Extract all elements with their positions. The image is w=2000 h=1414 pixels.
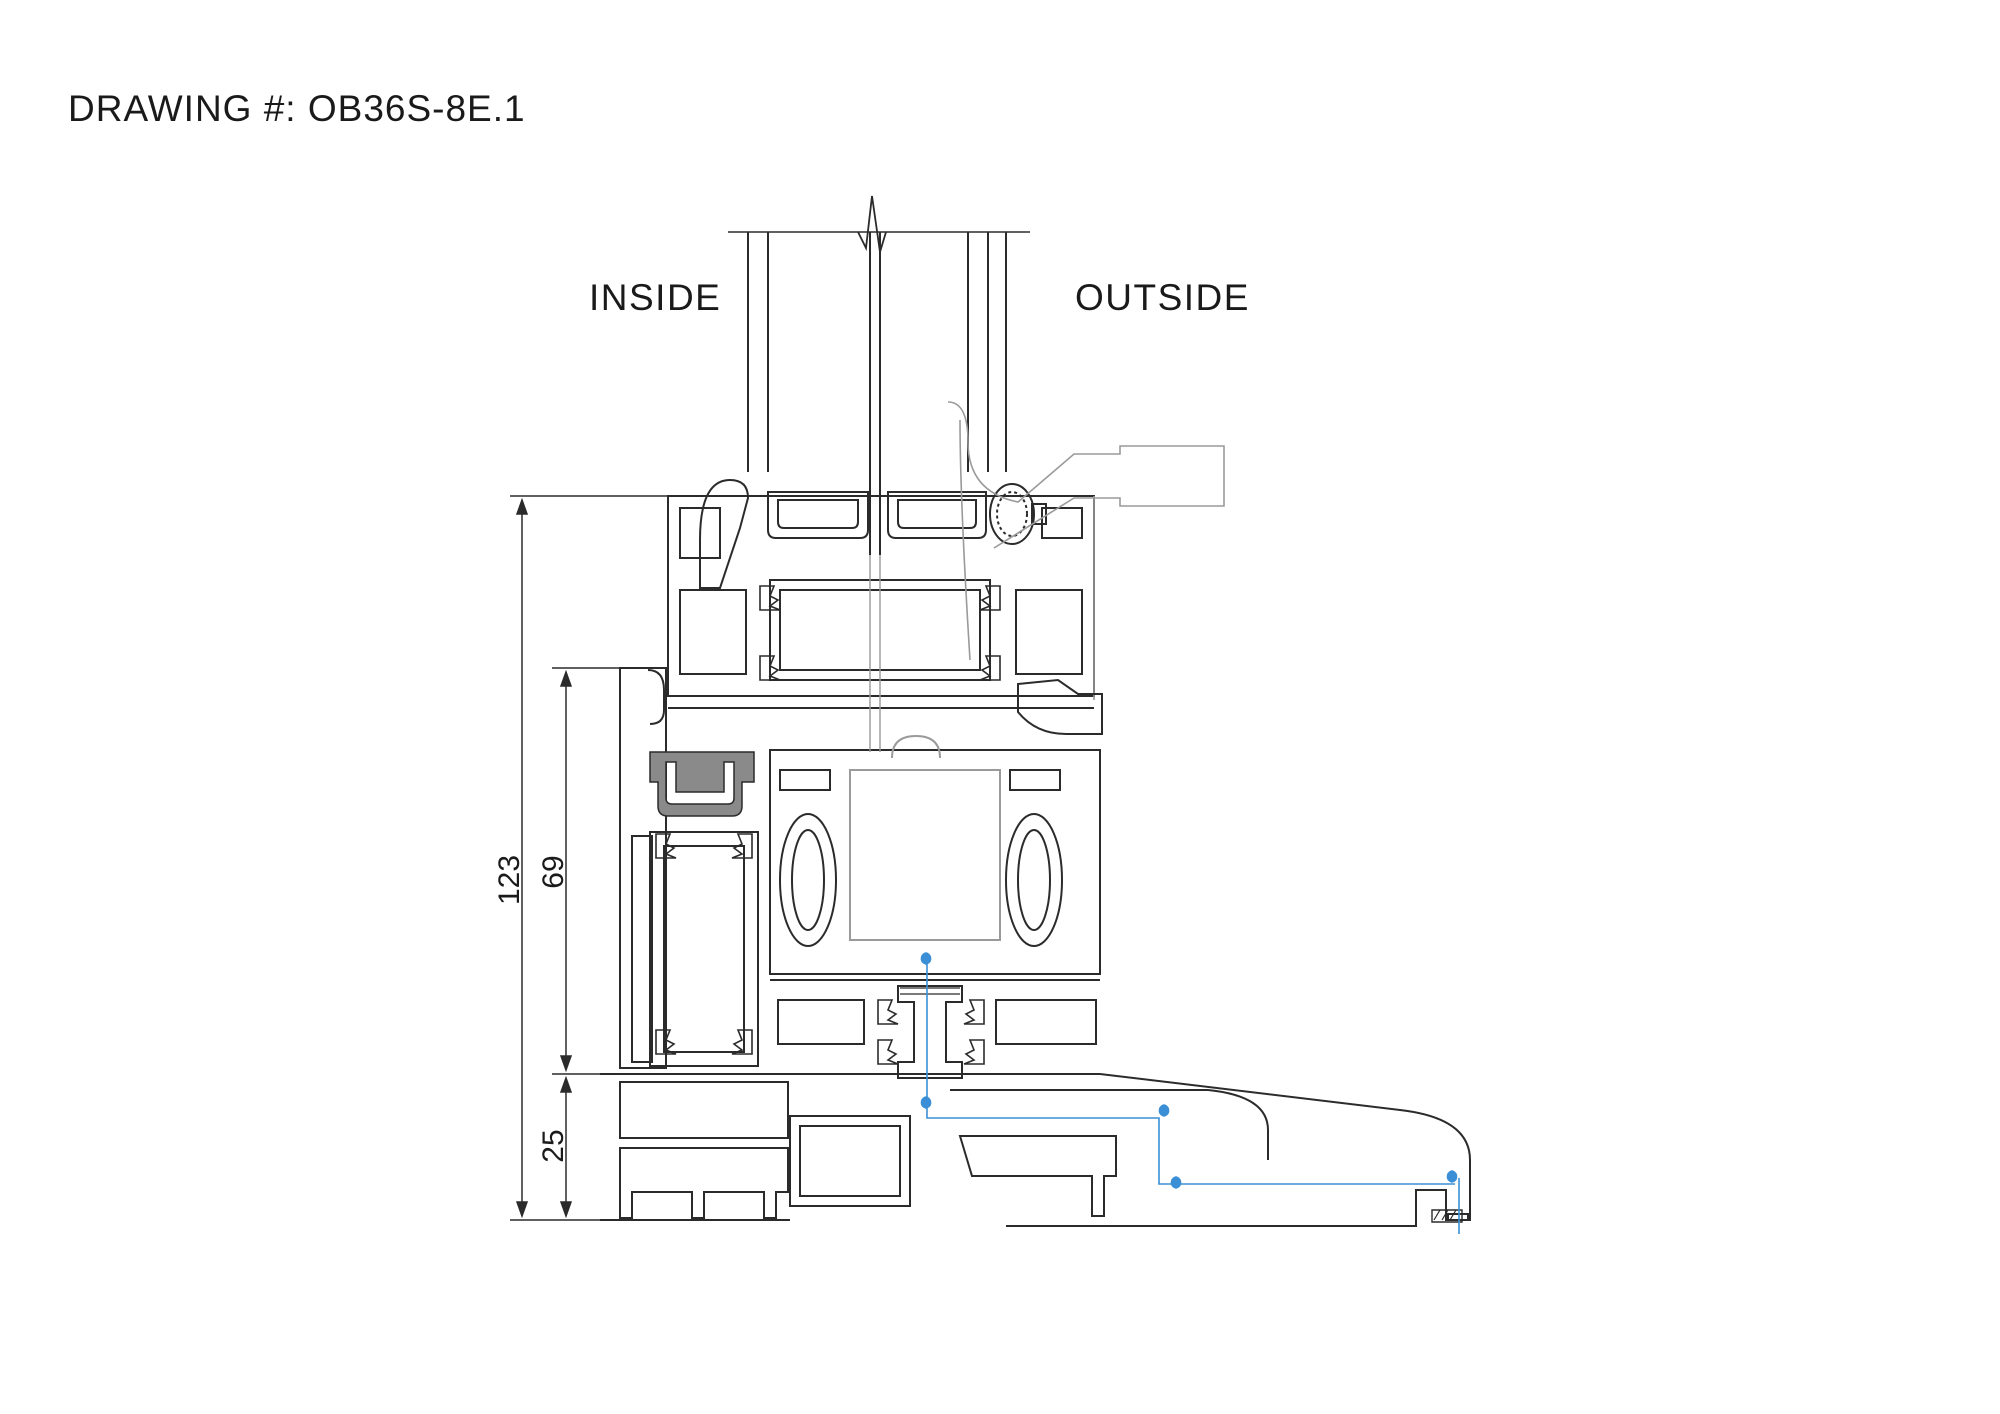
thermal-break	[777, 985, 1097, 1079]
dimension-sill: 25	[537, 1129, 570, 1162]
inside-label: INSIDE	[589, 277, 722, 318]
water-drainage-path	[920, 952, 1460, 1234]
sill-profile	[600, 1073, 1471, 1227]
dimension-sash: 69	[537, 855, 570, 888]
drawing-title: DRAWING #: OB36S-8E.1	[68, 88, 526, 129]
exterior-drip-cap	[947, 401, 1225, 700]
glazing-unit	[728, 195, 1030, 555]
glazing-gasket	[989, 483, 1047, 545]
weather-strip	[1017, 678, 1103, 735]
outside-label: OUTSIDE	[1075, 277, 1250, 318]
glass-spacer	[767, 491, 987, 539]
frame-stile	[619, 667, 667, 1069]
interlock-gasket	[649, 751, 755, 817]
dimension-overall: 123	[493, 855, 526, 905]
dimension-lines	[510, 495, 668, 1221]
frame-chamber-left	[649, 831, 759, 1067]
roller-assembly	[769, 734, 1101, 981]
